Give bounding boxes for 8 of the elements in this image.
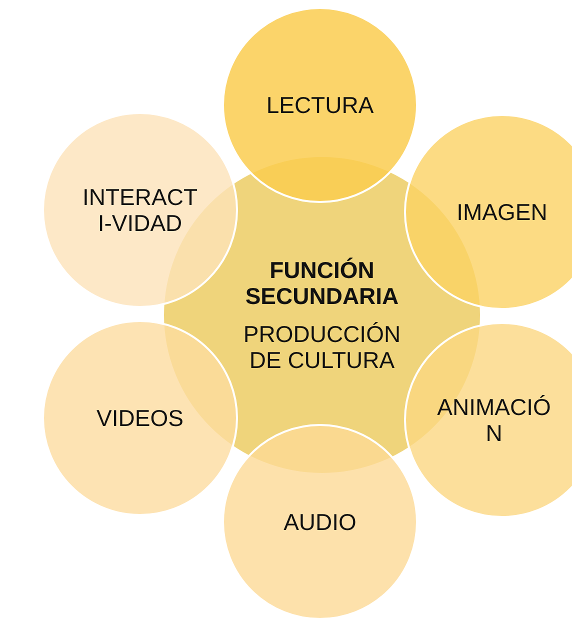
circle-label: IMAGEN xyxy=(456,199,548,225)
circle-label: INTERACT I-VIDAD xyxy=(82,184,198,236)
circle-label: PRODUCCIÓN DE CULTURA xyxy=(242,321,402,373)
circle-label: AUDIO xyxy=(282,509,358,535)
circle-label: VIDEOS xyxy=(96,405,184,431)
circle-label: LECTURA xyxy=(265,92,375,118)
circle-label: ANIMACIÓ N xyxy=(436,394,552,446)
heading-text: FUNCIÓN SECUNDARIA xyxy=(244,257,400,309)
